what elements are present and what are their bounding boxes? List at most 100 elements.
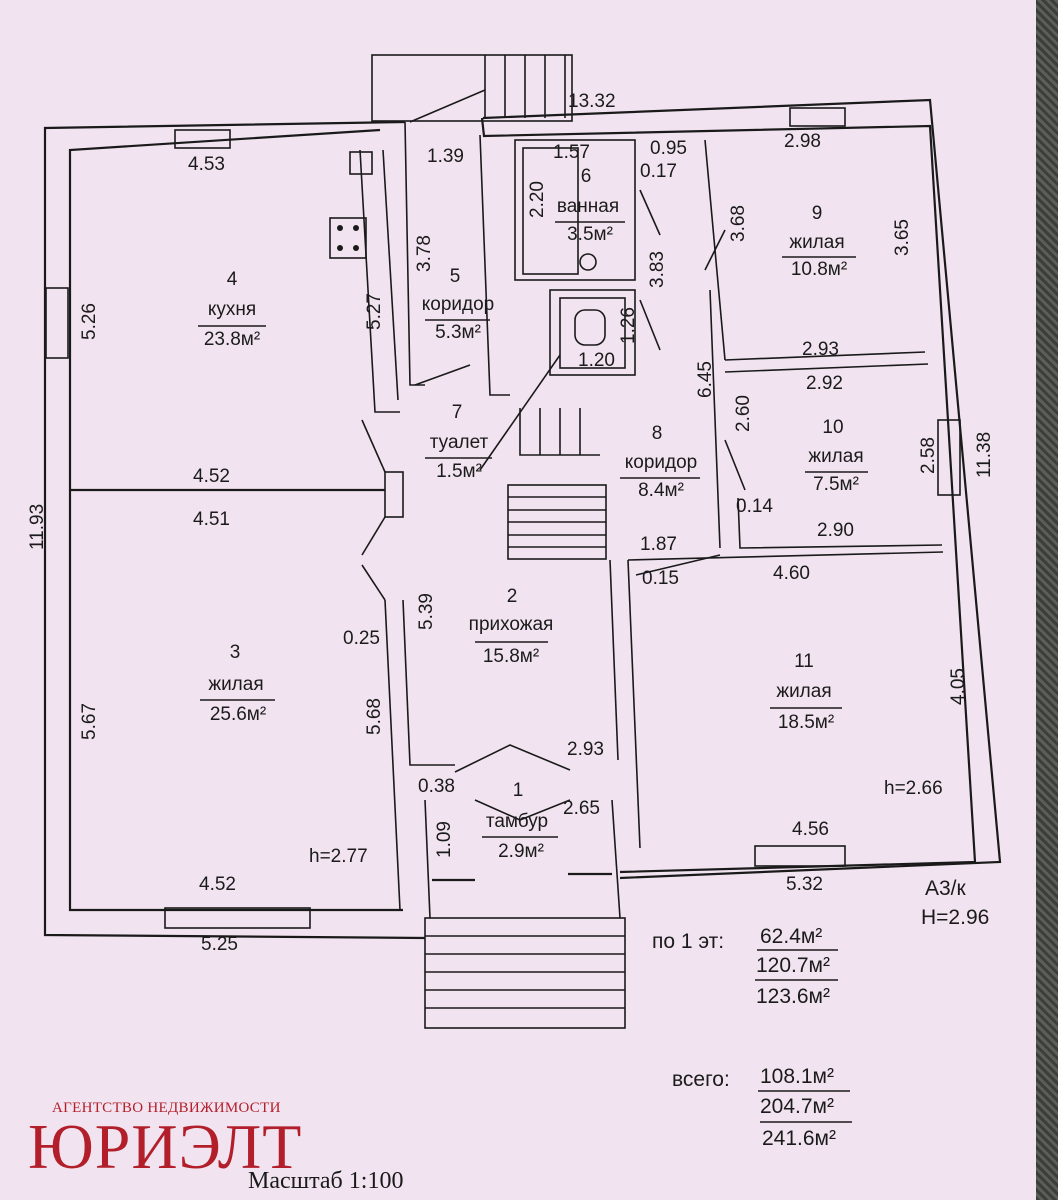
dim-1-39: 1.39 <box>427 146 464 167</box>
dimension-labels: 13.32 4.53 1.39 1.57 0.95 0.17 2.98 1.20… <box>27 91 995 955</box>
room-8-number: 8 <box>652 423 663 444</box>
dim-3-78: 3.78 <box>414 235 435 272</box>
grand-total-1: 108.1м² <box>760 1065 834 1088</box>
room-5-name: коридор <box>422 294 495 315</box>
agency-name: ЮРИЭЛТ <box>28 1111 303 1182</box>
dim-5-39: 5.39 <box>416 593 437 630</box>
room-10-name: жилая <box>808 446 863 467</box>
agency-logo: АГЕНТСТВО НЕДВИЖИМОСТИ ЮРИЭЛТ <box>28 1100 328 1182</box>
room-2-area: 15.8м² <box>483 646 539 667</box>
dim-1-20: 1.20 <box>578 350 615 371</box>
floor-total-3: 123.6м² <box>756 985 830 1008</box>
dim-4-52-b: 4.52 <box>199 874 236 895</box>
grand-total-label: всего: <box>672 1068 730 1091</box>
dim-h-2-77: h=2.77 <box>309 846 368 867</box>
room-3-area: 25.6м² <box>210 704 266 725</box>
dim-4-56: 4.56 <box>792 819 829 840</box>
dim-5-68: 5.68 <box>364 698 385 735</box>
room-5-number: 5 <box>450 266 461 287</box>
room-6-name: ванная <box>557 196 619 217</box>
dim-2-93: 2.93 <box>802 339 839 360</box>
dim-0-17: 0.17 <box>640 161 677 182</box>
toilet-icon <box>574 309 606 346</box>
dim-2-20: 2.20 <box>527 181 548 218</box>
dim-1-09: 1.09 <box>434 821 455 858</box>
room-8-area: 8.4м² <box>638 480 684 501</box>
dim-2-58: 2.58 <box>918 437 939 474</box>
dim-5-26: 5.26 <box>79 303 100 340</box>
fixtures <box>329 151 606 346</box>
room-10-area: 7.5м² <box>813 474 859 495</box>
room-4-area: 23.8м² <box>204 329 260 350</box>
dim-5-32: 5.32 <box>786 874 823 895</box>
dim-2-90: 2.90 <box>817 520 854 541</box>
room-4-number: 4 <box>227 269 238 290</box>
room-6-number: 6 <box>581 166 592 187</box>
room-5-area: 5.3м² <box>435 322 481 343</box>
dim-3-65: 3.65 <box>892 219 913 256</box>
room-7-area: 1.5м² <box>436 461 482 482</box>
scale-label: Масштаб 1:100 <box>248 1168 404 1194</box>
dim-13-32: 13.32 <box>568 91 616 112</box>
room-3-name: жилая <box>208 674 263 695</box>
dim-2-98: 2.98 <box>784 131 821 152</box>
washbasin-icon <box>579 253 597 271</box>
category-height: Н=2.96 <box>921 906 989 929</box>
dim-4-05: 4.05 <box>948 668 969 705</box>
room-4-name: кухня <box>208 299 256 320</box>
room-7-name: туалет <box>430 432 489 453</box>
sink-icon <box>349 151 373 175</box>
dim-1-87: 1.87 <box>640 534 677 555</box>
dim-2-60: 2.60 <box>733 395 754 432</box>
room-9-number: 9 <box>812 203 823 224</box>
dim-3-83: 3.83 <box>647 251 668 288</box>
room-10-number: 10 <box>822 417 843 438</box>
room-1-area: 2.9м² <box>498 841 544 862</box>
room-labels: 4 кухня 23.8м² 5 коридор 5.3м² 6 ванная … <box>198 166 868 862</box>
dim-0-15: 0.15 <box>642 568 679 589</box>
category-class: А3/к <box>925 877 967 900</box>
outer-walls <box>43 54 1002 1029</box>
room-6-area: 3.5м² <box>567 224 613 245</box>
agency-subtitle: АГЕНТСТВО НЕДВИЖИМОСТИ <box>52 1100 281 1116</box>
dim-5-27: 5.27 <box>364 293 385 330</box>
room-7-number: 7 <box>452 402 463 423</box>
area-totals: по 1 эт: 62.4м² 120.7м² 123.6м² всего: 1… <box>652 925 852 1150</box>
dim-0-38: 0.38 <box>418 776 455 797</box>
dim-1-57: 1.57 <box>553 142 590 163</box>
dim-6-45: 6.45 <box>695 361 716 398</box>
floor-total-label: по 1 эт: <box>652 930 724 953</box>
room-2-name: прихожая <box>469 614 554 635</box>
dim-5-25: 5.25 <box>201 934 238 955</box>
dim-5-67: 5.67 <box>79 703 100 740</box>
room-1-name: тамбур <box>486 811 548 832</box>
dim-3-68: 3.68 <box>728 205 749 242</box>
dim-0-25: 0.25 <box>343 628 380 649</box>
dim-2-92: 2.92 <box>806 373 843 394</box>
room-9-area: 10.8м² <box>791 259 847 280</box>
room-8-name: коридор <box>625 452 698 473</box>
stove-icon <box>329 217 367 259</box>
doors <box>361 89 746 601</box>
background-edge <box>1036 0 1058 1200</box>
dim-0-95: 0.95 <box>650 138 687 159</box>
dim-h-2-66: h=2.66 <box>884 778 943 799</box>
room-11-number: 11 <box>794 651 814 672</box>
room-3-number: 3 <box>230 642 241 663</box>
interior-walls <box>70 121 944 919</box>
dim-11-38: 11.38 <box>974 432 995 478</box>
grand-total-3: 241.6м² <box>762 1127 836 1150</box>
category-note: А3/к Н=2.96 <box>921 877 989 929</box>
floor-total-1: 62.4м² <box>760 925 822 948</box>
dim-4-52-a: 4.52 <box>193 466 230 487</box>
windows <box>45 107 961 929</box>
grand-total-2: 204.7м² <box>760 1095 834 1118</box>
dim-2-65: 2.65 <box>563 798 600 819</box>
dim-4-60: 4.60 <box>773 563 810 584</box>
room-11-area: 18.5м² <box>778 712 834 733</box>
dim-0-14: 0.14 <box>736 496 773 517</box>
room-2-number: 2 <box>507 586 518 607</box>
dim-4-53: 4.53 <box>188 154 225 175</box>
floor-total-2: 120.7м² <box>756 954 830 977</box>
